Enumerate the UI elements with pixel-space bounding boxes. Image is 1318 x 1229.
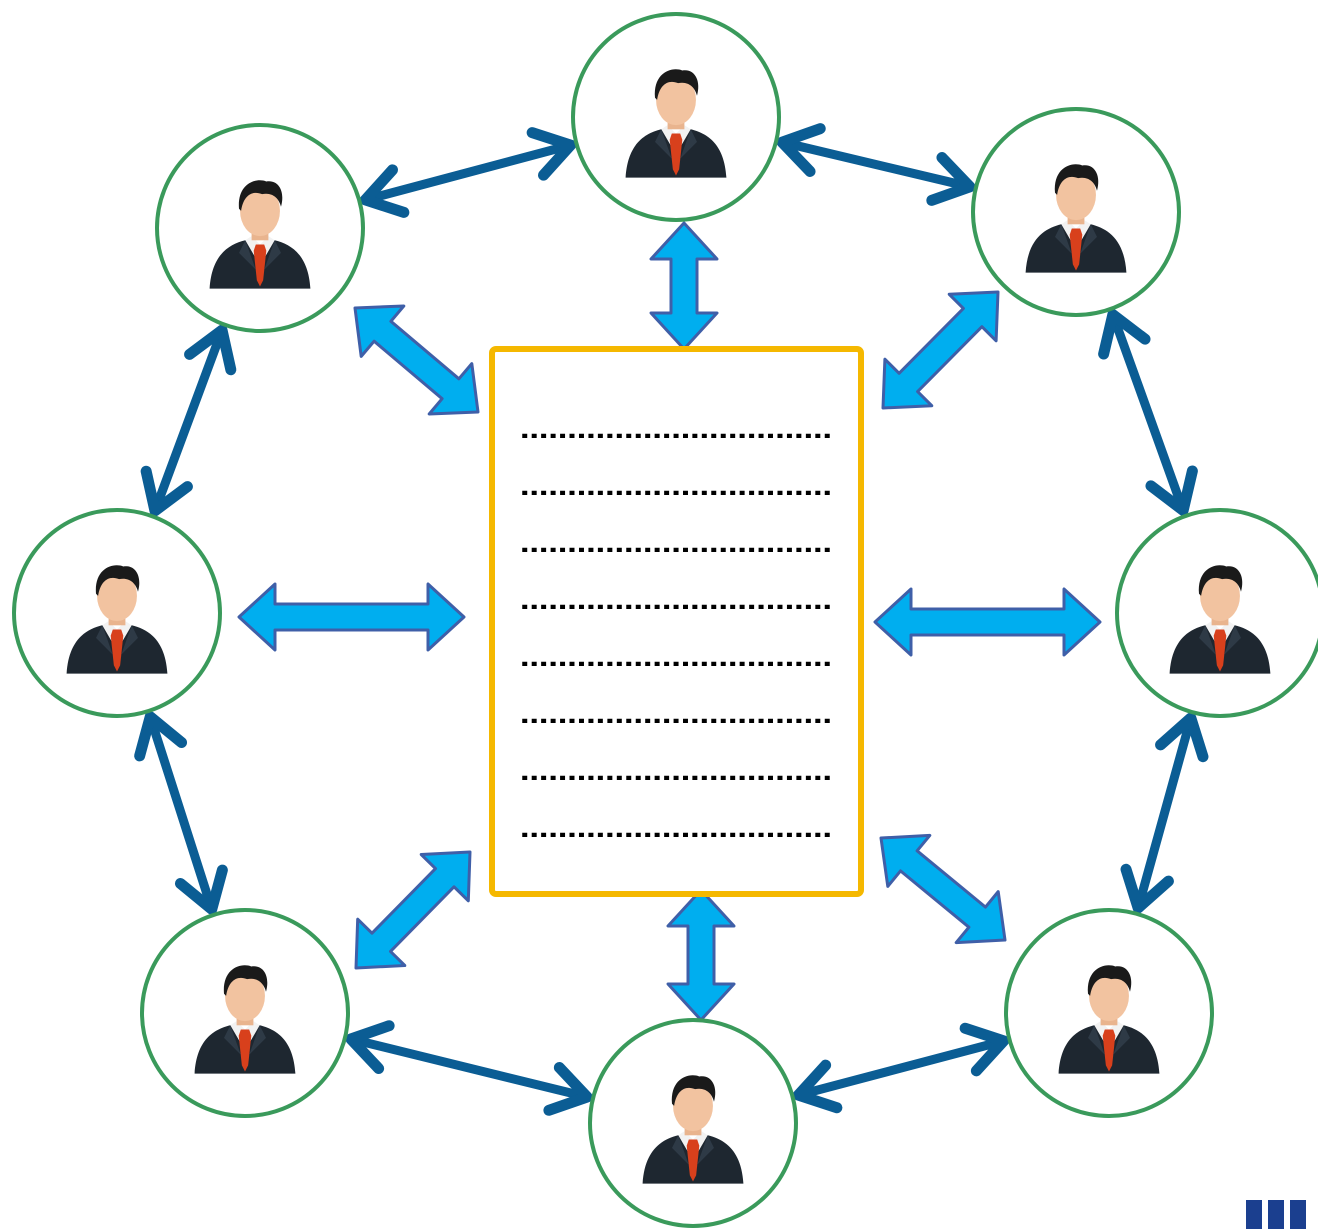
document-line: ……………………………: [520, 590, 832, 615]
document-line: ……………………………: [520, 647, 832, 672]
hub-arrow: [353, 304, 480, 416]
document-line: ……………………………: [520, 704, 832, 729]
participant-node: [971, 107, 1181, 317]
peer-arrow: [1098, 309, 1198, 516]
peer-arrow: [776, 123, 976, 206]
peer-arrow: [345, 1020, 593, 1116]
participant-node: [1004, 908, 1214, 1118]
participant-nodes: [12, 12, 1318, 1228]
participant-node: [12, 508, 222, 718]
participant-node: [140, 908, 350, 1118]
participant-node: [571, 12, 781, 222]
hub-arrow: [237, 582, 466, 652]
peer-arrow: [140, 324, 237, 517]
document-line: ……………………………: [520, 818, 832, 843]
document-lines: …………………………… …………………………… …………………………… ……………………: [520, 419, 832, 843]
document-icon: [489, 346, 864, 897]
participant-node: [155, 123, 365, 333]
central-document: …………………………… …………………………… …………………………… ……………………: [489, 346, 864, 897]
hub-arrow: [354, 850, 472, 970]
logo-bars-icon: [1246, 1200, 1306, 1229]
hub-arrow: [881, 290, 1000, 410]
document-line: ……………………………: [520, 533, 832, 558]
participant-node: [588, 1018, 798, 1228]
document-line: ……………………………: [520, 761, 832, 786]
hub-arrows: [237, 221, 1102, 1022]
peer-arrow: [359, 127, 577, 218]
peer-arrow: [1120, 712, 1209, 914]
participant-node: [1115, 508, 1318, 718]
hub-arrow: [879, 833, 1007, 945]
peer-arrow: [134, 711, 228, 915]
hub-arrow: [666, 888, 736, 1022]
document-line: ……………………………: [520, 419, 832, 444]
peer-arrow: [792, 1022, 1010, 1114]
document-line: ……………………………: [520, 476, 832, 501]
hub-arrow: [873, 587, 1102, 657]
hub-arrow: [649, 221, 719, 351]
peer-arrows: [134, 123, 1209, 1116]
